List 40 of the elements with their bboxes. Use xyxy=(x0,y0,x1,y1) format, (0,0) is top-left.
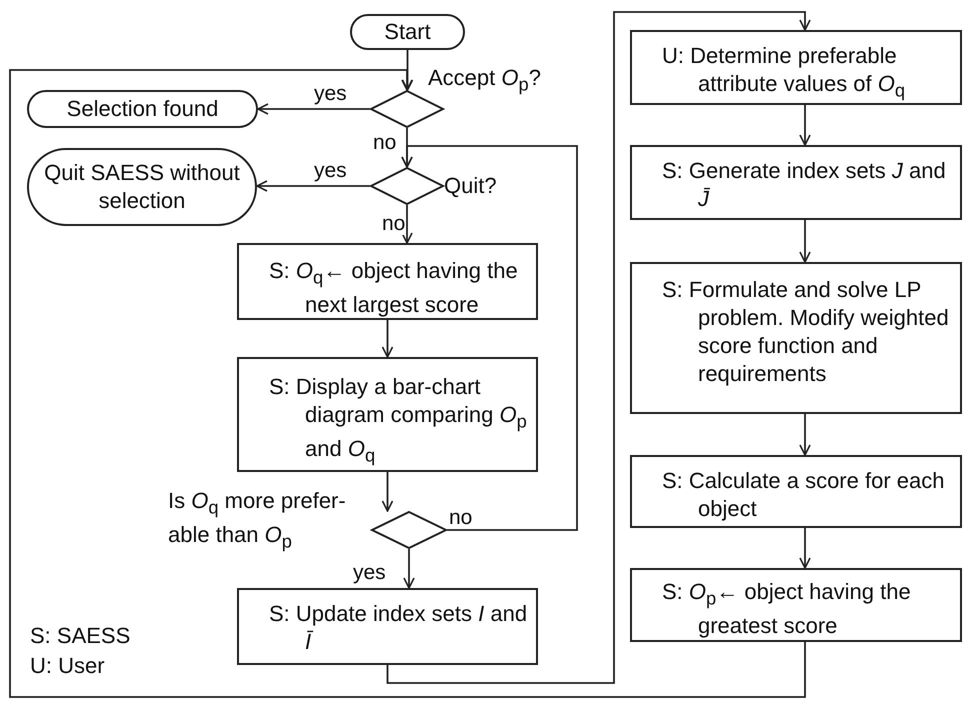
step-text: S: Calculate a score for each object xyxy=(662,467,946,523)
decision-label: Accept O$_{p}$? xyxy=(428,64,541,96)
arrow xyxy=(799,105,811,146)
decision-label: Quit? xyxy=(444,172,497,200)
step-text: S: Update index sets I and Ī xyxy=(269,600,528,656)
step-text: S: O$_{p}$← object having the greatest score xyxy=(662,578,912,640)
process-box xyxy=(630,30,962,105)
step-text: S: Generate index sets J and J̄ xyxy=(662,157,947,213)
step-text: S: Display a bar-chart diagram comparing O$_{p}$ and O$_{q}$ xyxy=(269,373,528,468)
arrow xyxy=(257,103,370,115)
arrow xyxy=(9,69,806,698)
process-box xyxy=(237,243,538,320)
process-box xyxy=(630,568,962,642)
arrow xyxy=(401,145,578,531)
arrow xyxy=(402,50,414,91)
terminal xyxy=(27,90,258,128)
step-text: U: Determine preferable attribute values of O$_{q}$ xyxy=(662,42,906,102)
step-text: S: O$_{q}$← object having the next largest score xyxy=(269,257,519,320)
step-text: Selection found xyxy=(66,95,218,123)
arrow xyxy=(382,472,394,512)
process-box xyxy=(630,455,962,528)
legend-note: S: SAESS xyxy=(30,622,130,650)
process-box xyxy=(630,262,962,414)
process-box xyxy=(630,145,962,220)
process-box xyxy=(237,357,538,472)
arrow xyxy=(256,180,370,192)
arrow xyxy=(799,414,811,456)
arrow xyxy=(382,320,394,358)
process-box xyxy=(237,588,538,665)
step-text: Start xyxy=(384,18,431,46)
decision-label: Is O$_{q}$ more prefer- able than O$_{p}$ xyxy=(168,487,347,554)
arrow xyxy=(799,220,811,263)
step-text: Quit SAESS without selection xyxy=(43,159,241,215)
terminal xyxy=(350,14,465,50)
arrow xyxy=(401,205,413,244)
legend-note: U: User xyxy=(30,652,105,680)
arrow xyxy=(799,528,811,569)
arrow xyxy=(403,549,415,589)
arrow xyxy=(386,11,811,684)
step-text: S: Formulate and solve LP problem. Modify weighted score function and requirements xyxy=(662,276,950,388)
